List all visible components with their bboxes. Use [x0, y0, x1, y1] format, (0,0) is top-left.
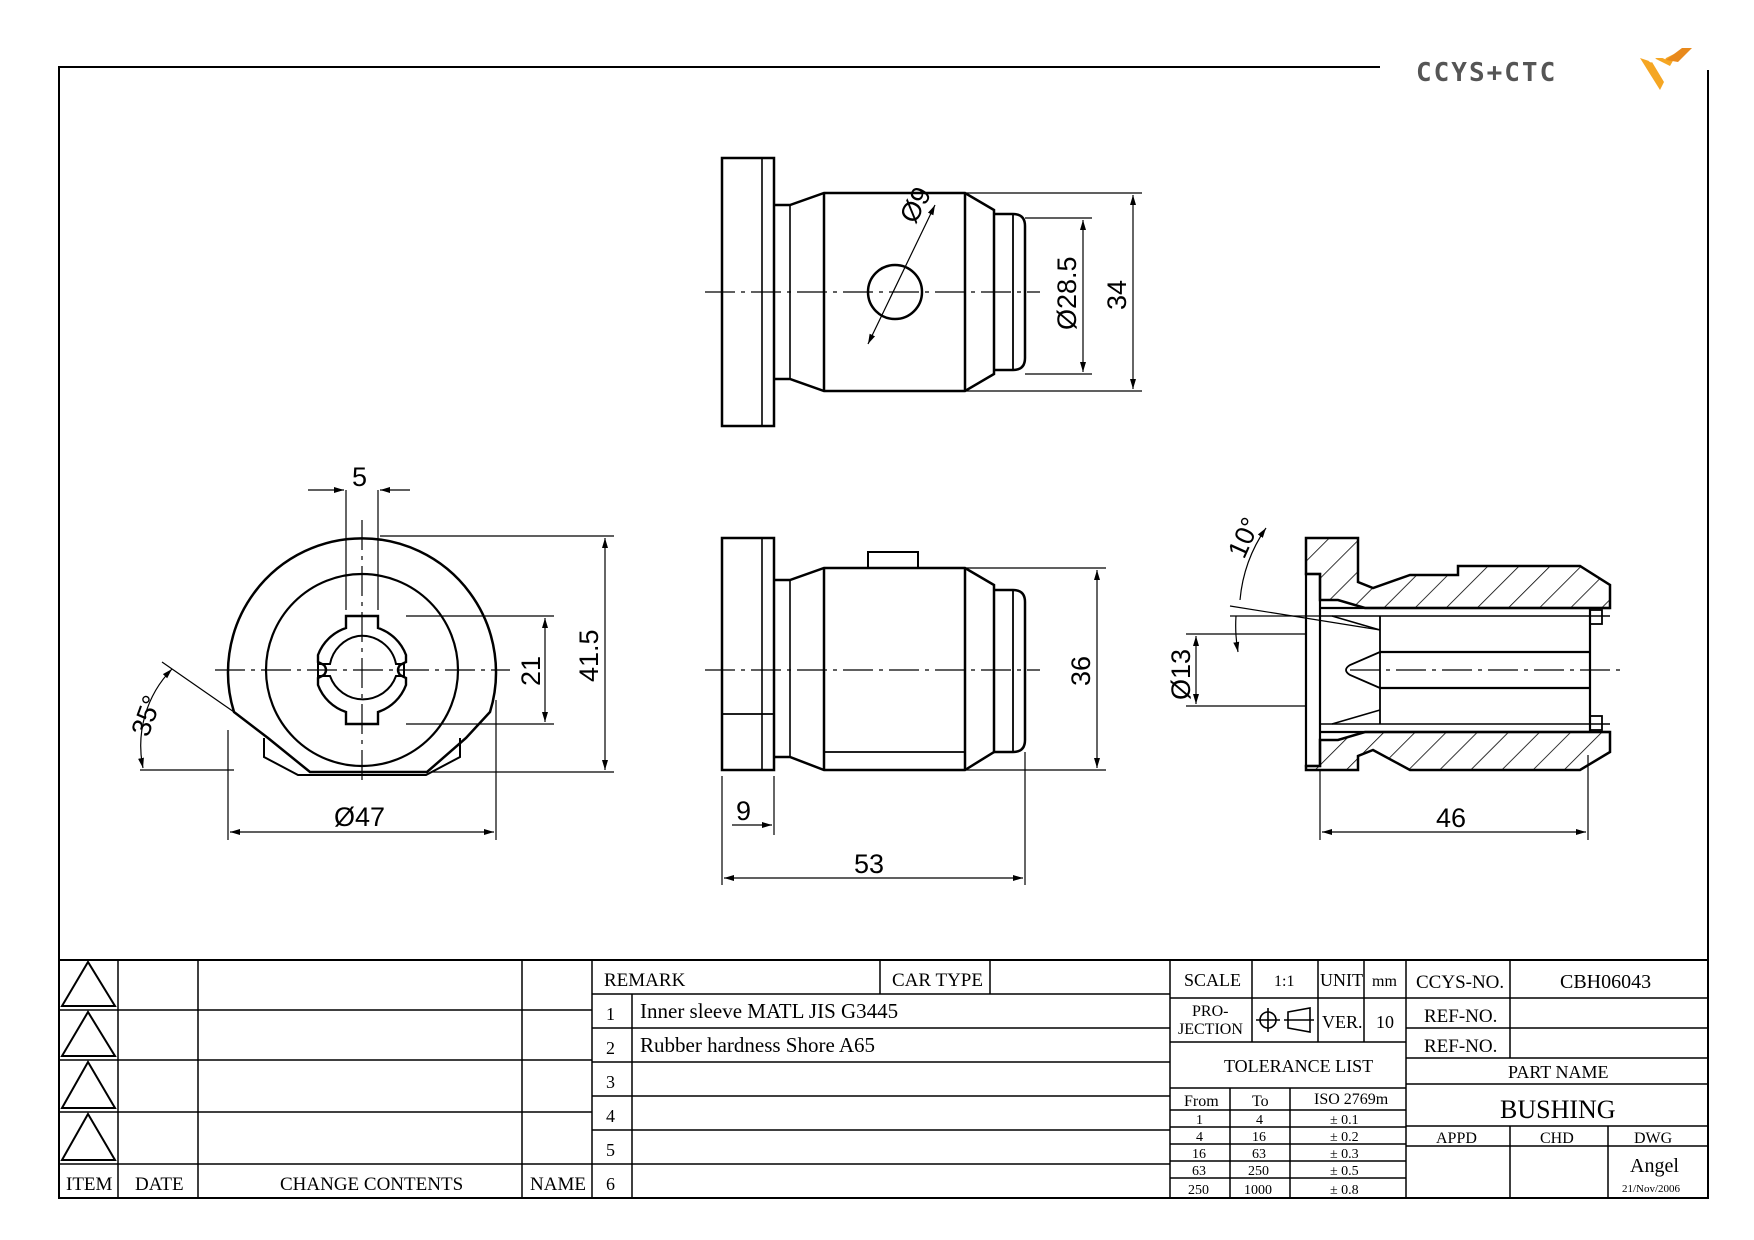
dim-21: [406, 615, 554, 725]
dim-d28-5: [1025, 217, 1092, 375]
chd-label: CHD: [1540, 1130, 1574, 1147]
rev-header-name: NAME: [530, 1174, 586, 1195]
remark-header: REMARK: [604, 970, 686, 991]
remark-row-no: 4: [606, 1106, 615, 1126]
remark-row-no: 1: [606, 1004, 615, 1024]
tol-from: 16: [1192, 1147, 1206, 1162]
tol-value: ± 0.3: [1330, 1147, 1359, 1162]
remark-row-no: 2: [606, 1038, 615, 1058]
projection-label-1: PRO-: [1192, 1003, 1228, 1020]
dim-text-21: 21: [516, 656, 546, 686]
rev-header-date: DATE: [135, 1174, 184, 1195]
dim-text-46: 46: [1436, 803, 1466, 833]
dim-text-d28-5: Ø28.5: [1052, 256, 1082, 330]
drawing-date: 21/Nov/2006: [1622, 1183, 1681, 1195]
dim-text-34: 34: [1102, 280, 1132, 310]
remark-rows: 1 Inner sleeve MATL JIS G3445 2 Rubber h…: [606, 999, 898, 1194]
dim-46: [1319, 755, 1589, 840]
rev-header-change: CHANGE CONTENTS: [280, 1174, 463, 1195]
ver-value: 10: [1376, 1012, 1394, 1032]
title-block-lines: [58, 959, 1709, 1199]
drawn-by: Angel: [1630, 1155, 1679, 1177]
tol-value: ± 0.5: [1330, 1164, 1359, 1179]
ver-label: VER.: [1322, 1012, 1363, 1032]
ref-no-label-1: REF-NO.: [1424, 1006, 1497, 1027]
logo-mark-icon: [1640, 48, 1692, 90]
dim-5: [308, 487, 410, 610]
dim-text-10deg: 10°: [1222, 513, 1266, 563]
projection-symbol-icon: [1256, 1007, 1314, 1033]
tolerance-rows: 1 4 ± 0.1 4 16 ± 0.2 16 63 ± 0.3 63 250 …: [1188, 1113, 1359, 1198]
scale-value: 1:1: [1274, 973, 1294, 990]
remark-row-text: Rubber hardness Shore A65: [640, 1033, 875, 1057]
dim-36: [918, 567, 1106, 771]
logo-text: CCYS+CTC: [1416, 58, 1558, 88]
tol-value: ± 0.8: [1330, 1183, 1359, 1198]
tol-to: 4: [1256, 1113, 1263, 1128]
dim-text-9: 9: [736, 796, 751, 826]
tol-from: 1: [1196, 1113, 1203, 1128]
front-view: [720, 536, 1027, 772]
tol-to: 1000: [1244, 1183, 1272, 1198]
part-name-label: PART NAME: [1508, 1062, 1608, 1082]
tol-header-to: To: [1252, 1093, 1269, 1110]
remark-row-no: 5: [606, 1140, 615, 1160]
unit-label: UNIT: [1320, 970, 1363, 990]
appd-label: APPD: [1436, 1130, 1477, 1147]
dim-10deg: [1229, 527, 1381, 653]
rev-header-item: ITEM: [66, 1174, 113, 1195]
dim-text-d9: Ø9: [894, 182, 937, 228]
scale-label: SCALE: [1184, 970, 1241, 990]
remark-row-no: 3: [606, 1072, 615, 1092]
section-view: [1304, 536, 1612, 772]
tol-from: 4: [1196, 1130, 1203, 1145]
unit-value: mm: [1372, 973, 1397, 990]
tol-header-from: From: [1184, 1093, 1219, 1110]
dim-d9: [867, 204, 936, 345]
tolerance-title: TOLERANCE LIST: [1224, 1056, 1373, 1076]
dim-d47: [227, 700, 497, 840]
dim-d13: [1186, 633, 1306, 707]
tol-to: 63: [1252, 1147, 1266, 1162]
part-name-value: BUSHING: [1500, 1095, 1616, 1124]
projection-label-2: JECTION: [1178, 1021, 1243, 1038]
dim-34: [965, 192, 1142, 392]
ccys-no-value: CBH06043: [1560, 971, 1651, 993]
dim-41-5: [380, 535, 614, 773]
revision-triangle-icons: [60, 960, 117, 1161]
tol-header-iso: ISO 2769m: [1314, 1091, 1389, 1108]
dwg-label: DWG: [1634, 1130, 1673, 1147]
tol-value: ± 0.2: [1330, 1130, 1359, 1145]
dim-35deg: [138, 661, 235, 771]
tol-to: 250: [1248, 1164, 1269, 1179]
ref-no-label-2: REF-NO.: [1424, 1036, 1497, 1057]
car-type-header: CAR TYPE: [892, 970, 983, 991]
dim-text-d47: Ø47: [334, 802, 385, 832]
dim-text-36: 36: [1066, 656, 1096, 686]
company-logo: CCYS+CTC: [1416, 48, 1696, 104]
remark-row-text: Inner sleeve MATL JIS G3445: [640, 999, 898, 1023]
dim-text-35deg: 35°: [125, 691, 167, 740]
dim-text-41-5: 41.5: [574, 629, 604, 682]
dim-text-d13: Ø13: [1166, 649, 1196, 700]
tol-from: 63: [1192, 1164, 1206, 1179]
ccys-no-label: CCYS-NO.: [1416, 972, 1504, 993]
dim-53: [724, 752, 1026, 885]
tol-value: ± 0.1: [1330, 1113, 1359, 1128]
remark-row-no: 6: [606, 1174, 615, 1194]
dim-text-5: 5: [352, 462, 367, 492]
end-view-centerlines: [215, 520, 510, 785]
dim-text-53: 53: [854, 849, 884, 879]
dim-9: [721, 776, 775, 885]
tol-from: 250: [1188, 1183, 1209, 1198]
tol-to: 16: [1252, 1130, 1266, 1145]
